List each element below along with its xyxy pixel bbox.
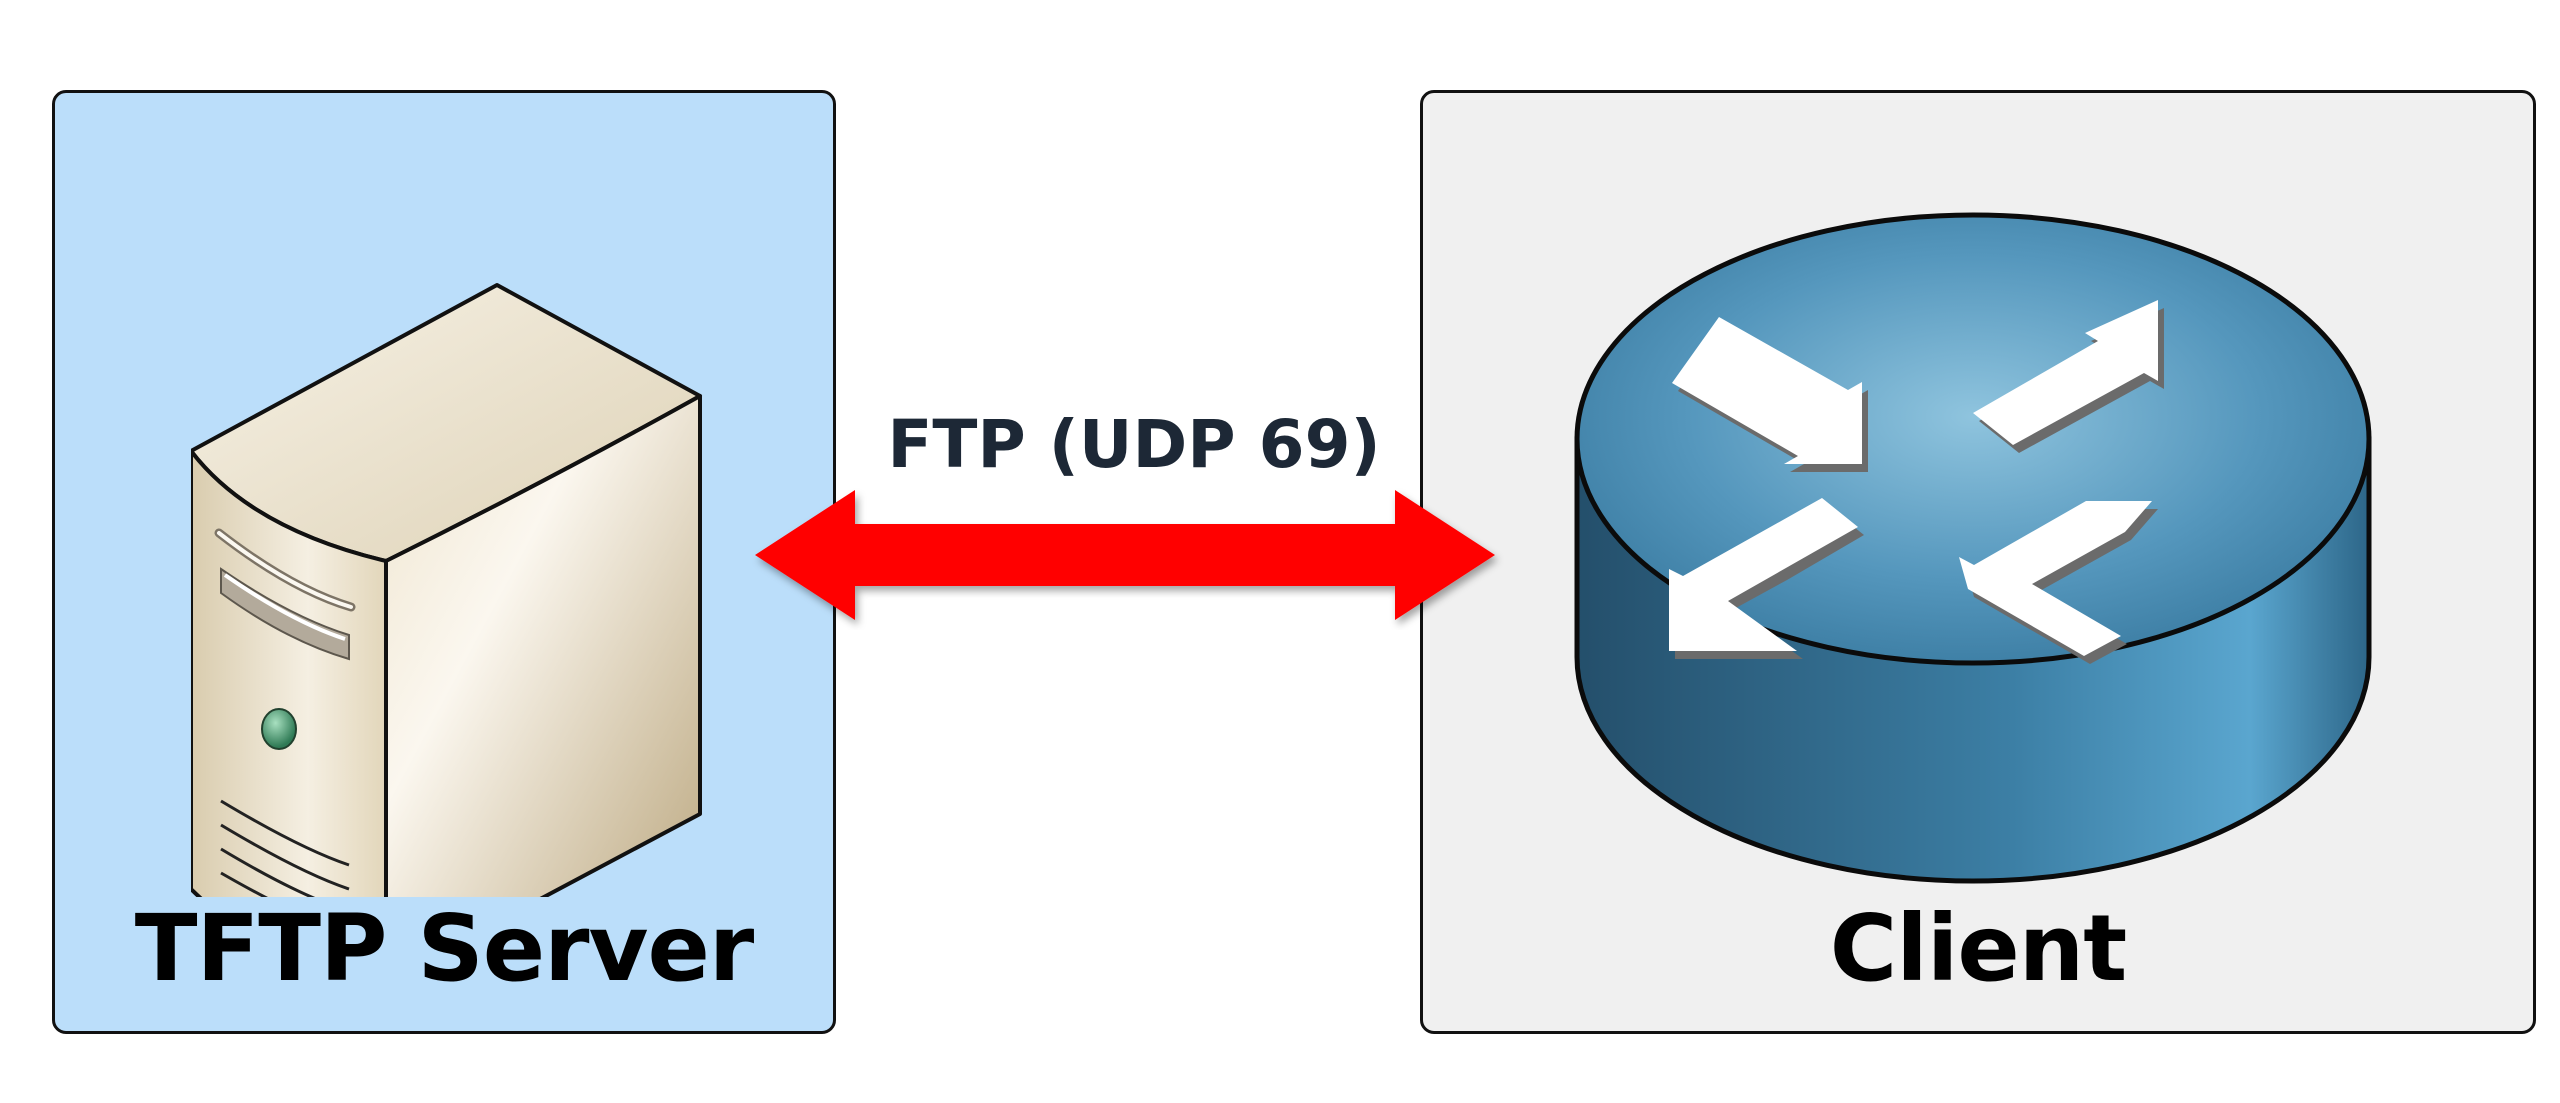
arrow-shape (755, 490, 1495, 620)
link-label: FTP (UDP 69) (887, 406, 1381, 483)
client-label: Client (1829, 895, 2127, 1002)
server-node-box: TFTP Server (52, 90, 836, 1034)
router-icon (1573, 209, 2383, 899)
client-node-box: Client (1420, 90, 2536, 1034)
server-tower-icon (189, 189, 761, 983)
bidirectional-arrow-icon (750, 480, 1510, 630)
server-label: TFTP Server (134, 895, 755, 1002)
